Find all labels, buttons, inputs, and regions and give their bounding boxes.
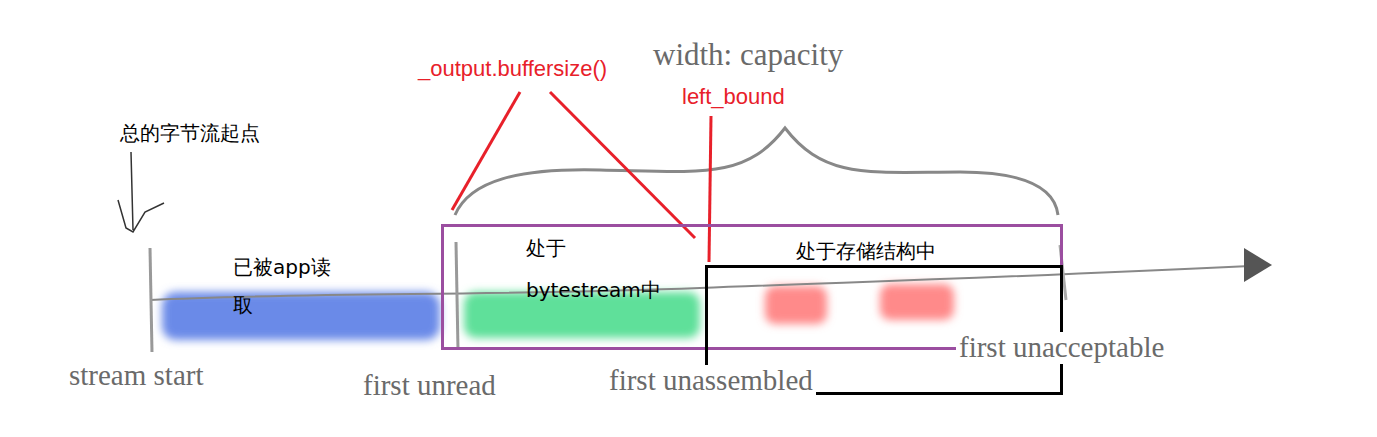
position-label: first unassembled: [606, 365, 816, 397]
position-label: stream start: [66, 360, 206, 392]
annotation: left_bound: [682, 84, 785, 110]
position-label: first unread: [360, 370, 499, 402]
start-pointer: [118, 152, 164, 232]
stream-arrowhead: [1244, 248, 1272, 282]
read-bar: [162, 292, 440, 340]
annotation: _output.buffersize(): [418, 56, 607, 82]
region-label: 处于存储结构中: [796, 238, 996, 264]
capacity-brace: [455, 128, 1058, 215]
read-note: 已被app读 取: [233, 248, 353, 324]
start-note: 总的字节流起点: [120, 120, 260, 147]
tick: [456, 242, 458, 350]
leader-line: [452, 92, 520, 210]
region-label: 处于 bytestream中: [526, 227, 676, 311]
tick: [150, 248, 152, 352]
position-label: first unacceptable: [956, 332, 1167, 364]
stored-segment: [880, 284, 954, 320]
stored-segment: [765, 286, 827, 324]
capacity-label: width: capacity: [650, 38, 846, 72]
leader-line: [550, 92, 695, 238]
bound-line: [709, 116, 711, 262]
